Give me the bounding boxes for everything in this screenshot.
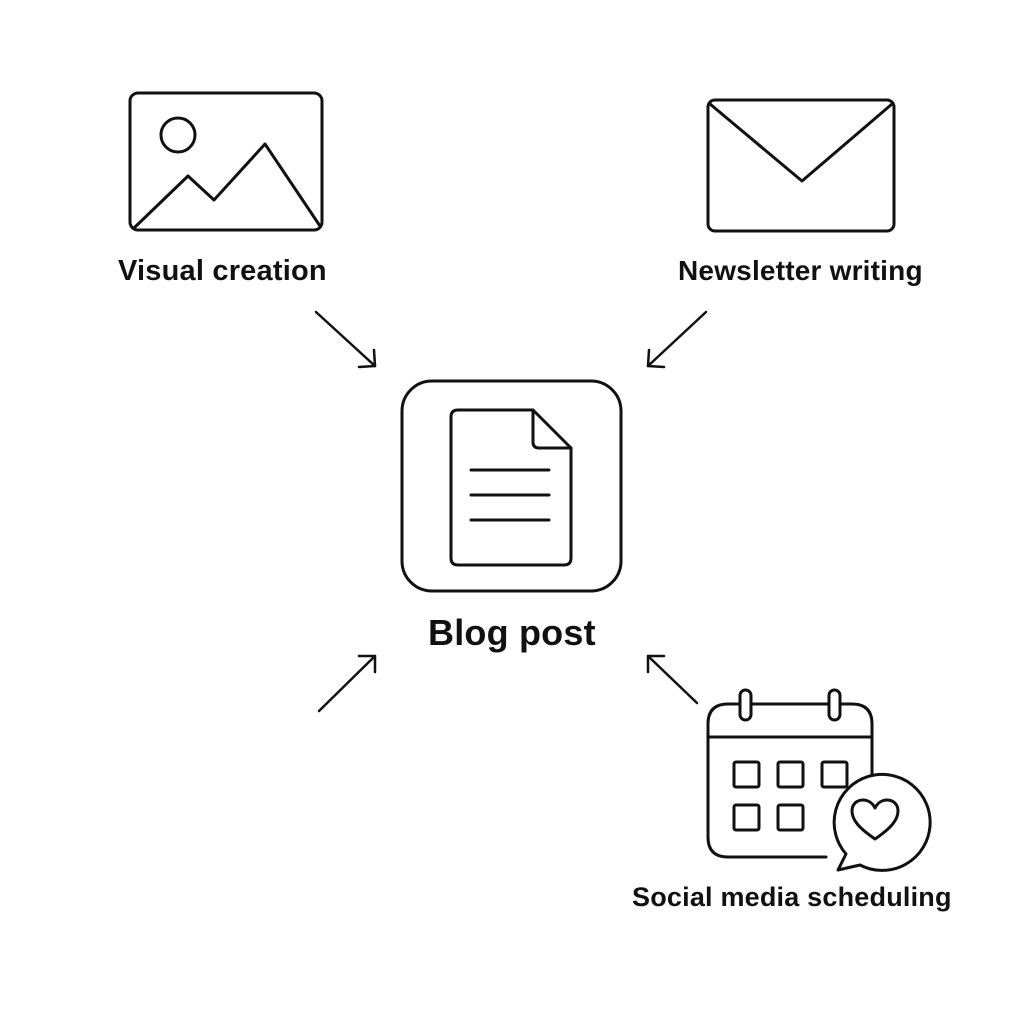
arrow-from-visual [314,310,377,369]
arrow-from-bottom-left [317,654,377,713]
calendar-heart-icon [706,688,932,872]
visual-creation-label: Visual creation [118,255,327,287]
arrow-from-newsletter [646,310,708,369]
arrow-from-social [646,654,699,705]
envelope-icon [706,98,896,233]
image-icon [128,91,324,232]
blog-post-label: Blog post [428,612,596,653]
document-icon [400,379,623,593]
newsletter-writing-label: Newsletter writing [678,255,923,286]
social-media-scheduling-label: Social media scheduling [632,882,952,912]
